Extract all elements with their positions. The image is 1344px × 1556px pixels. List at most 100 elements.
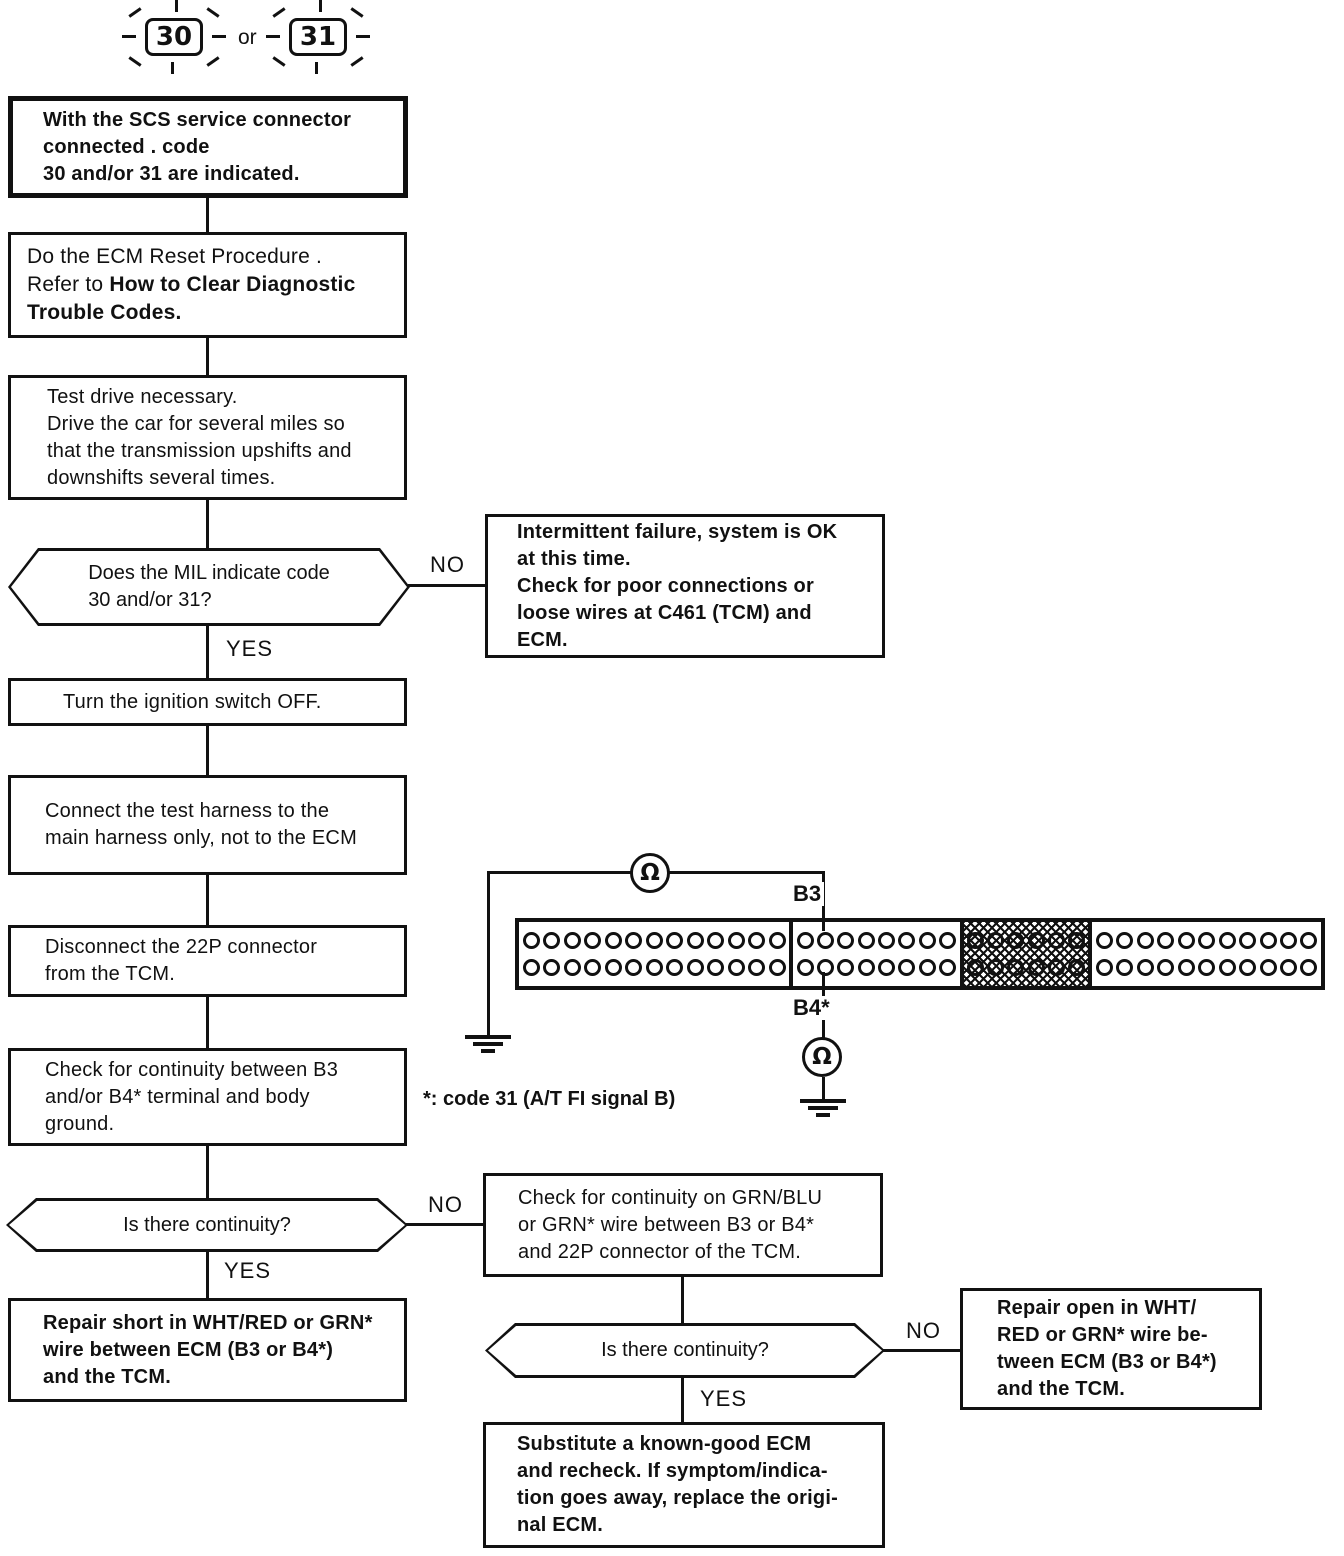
connector-pin — [857, 959, 875, 976]
blink-ray-icon — [128, 56, 142, 67]
connector-pin — [1259, 959, 1277, 976]
scs-connector-step-box: With the SCS service connector connected… — [8, 96, 408, 198]
connector-pin — [966, 932, 984, 949]
flow-connector-line — [681, 1277, 684, 1323]
connector-pin — [1239, 932, 1257, 949]
connector-pin-row — [964, 959, 1089, 976]
connector-pin — [707, 932, 725, 949]
no-branch-line — [883, 1349, 960, 1352]
disconnect-22p-step-text: Disconnect the 22P connector from the TC… — [45, 936, 318, 985]
connector-pin-row — [1092, 959, 1321, 976]
connector-pin — [645, 959, 663, 976]
connector-divider — [959, 922, 964, 986]
connector-pin — [563, 959, 581, 976]
flow-connector-line — [206, 500, 209, 548]
test-drive-step-text: Test drive necessary. Drive the car for … — [47, 385, 352, 489]
blink-ray-icon — [315, 62, 318, 74]
connector-pin-row — [1092, 932, 1321, 949]
connector-pin — [584, 932, 602, 949]
ignition-off-step-text: Turn the ignition switch OFF. — [63, 690, 322, 713]
connector-pin — [584, 959, 602, 976]
repair-open-result-text: Repair open in WHT/ RED or GRN* wire be-… — [997, 1297, 1217, 1400]
connector-pin — [966, 959, 984, 976]
blink-ray-icon — [212, 35, 226, 38]
mil-code-decision-inner: Does the MIL indicate code 30 and/or 31? — [11, 551, 407, 623]
connector-pin — [666, 932, 684, 949]
connector-section — [793, 922, 959, 986]
continuity-decision-1-inner: Is there continuity? — [9, 1201, 405, 1249]
ecm-reset-step-box: Do the ECM Reset Procedure . Refer to Ho… — [8, 232, 407, 338]
connector-pin — [1136, 932, 1154, 949]
connector-pin — [878, 932, 896, 949]
flow-connector-line — [206, 626, 209, 678]
no-branch-line — [406, 1223, 483, 1226]
connector-pin — [522, 932, 540, 949]
flow-connector-line — [206, 726, 209, 775]
blink-ray-icon — [319, 0, 322, 12]
connector-pin — [645, 932, 663, 949]
connector-section-hatched — [963, 922, 1089, 986]
yes-branch-label: YES — [224, 1258, 272, 1283]
connector-pin — [1280, 959, 1297, 976]
code-31-display: 31 — [289, 18, 347, 56]
connector-pin — [727, 959, 745, 976]
connector-pin — [1136, 959, 1154, 976]
connector-pin — [987, 932, 1005, 949]
ground-wire — [822, 1077, 825, 1101]
check-continuity-ground-step-text: Check for continuity between B3 and/or B… — [45, 1058, 339, 1135]
flow-connector-line — [206, 997, 209, 1048]
b4-terminal-label: B4* — [790, 996, 833, 1020]
connector-pin — [1095, 932, 1113, 949]
connector-pin — [604, 932, 622, 949]
substitute-ecm-result-box: Substitute a known-good ECM and recheck.… — [483, 1422, 885, 1548]
connector-pin — [1095, 959, 1113, 976]
connector-pin — [686, 959, 704, 976]
connector-pin — [625, 959, 643, 976]
disconnect-22p-step-box: Disconnect the 22P connector from the TC… — [8, 925, 407, 997]
connector-pin — [939, 959, 957, 976]
connector-divider — [1088, 922, 1093, 986]
tcm-connector — [515, 918, 1325, 990]
connector-pin-row — [964, 932, 1089, 949]
connector-pin — [918, 932, 936, 949]
flow-connector-line — [681, 1378, 684, 1422]
connector-pin — [837, 932, 855, 949]
repair-short-result-box: Repair short in WHT/RED or GRN* wire bet… — [8, 1298, 407, 1402]
connector-pin — [707, 959, 725, 976]
continuity-decision-1-hexagon: Is there continuity? — [6, 1198, 408, 1252]
connector-pin — [748, 959, 766, 976]
connector-pin — [1300, 932, 1318, 949]
connector-pin — [1218, 932, 1236, 949]
connector-pin — [1218, 959, 1236, 976]
connector-pin — [918, 959, 936, 976]
code-30-display: 30 — [145, 18, 203, 56]
connector-pin — [898, 932, 916, 949]
connector-pin — [796, 932, 814, 949]
connector-pin — [796, 959, 814, 976]
ground-icon — [800, 1099, 846, 1121]
ground-icon — [465, 1035, 511, 1057]
mil-code-decision-text: Does the MIL indicate code 30 and/or 31? — [88, 562, 330, 611]
connector-pin — [816, 932, 834, 949]
connector-pin — [666, 959, 684, 976]
ecm-reset-step-bold-text: How to Clear Diagnostic Trouble Codes. — [27, 273, 356, 324]
ohmmeter-icon: Ω — [802, 1037, 842, 1077]
continuity-decision-2-inner: Is there continuity? — [488, 1326, 882, 1375]
connector-pin — [898, 959, 916, 976]
connector-pin-row — [519, 932, 789, 949]
check-wire-continuity-step-text: Check for continuity on GRN/BLU or GRN* … — [518, 1186, 823, 1263]
connector-pin — [1047, 932, 1065, 949]
asterisk-note: *: code 31 (A/T FI signal B) — [423, 1088, 676, 1110]
yes-branch-label: YES — [700, 1386, 748, 1411]
connector-pin — [1280, 932, 1297, 949]
connector-pin — [1067, 932, 1085, 949]
blink-ray-icon — [272, 56, 286, 67]
connector-pin — [816, 959, 834, 976]
blink-ray-icon — [128, 7, 142, 18]
or-label: or — [238, 26, 257, 49]
check-continuity-ground-step-box: Check for continuity between B3 and/or B… — [8, 1048, 407, 1146]
connector-pin — [1067, 959, 1085, 976]
b3-terminal-label: B3 — [790, 882, 825, 906]
substitute-ecm-result-text: Substitute a known-good ECM and recheck.… — [517, 1433, 838, 1536]
no-branch-label: NO — [906, 1318, 941, 1343]
